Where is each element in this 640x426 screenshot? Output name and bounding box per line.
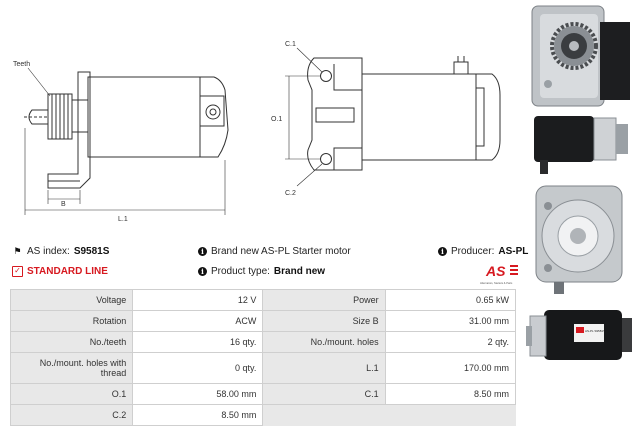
standard-line-text: STANDARD LINE xyxy=(27,266,108,277)
checkbox-icon: ✓ xyxy=(12,266,23,277)
spec-key: Size B xyxy=(262,310,386,332)
spec-key: C.1 xyxy=(262,383,386,405)
spec-key: C.2 xyxy=(9,404,134,426)
as-index: ⚑ AS index: S9581S xyxy=(12,246,109,257)
spec-value: 170.00 mm xyxy=(384,352,517,384)
as-index-value: S9581S xyxy=(73,246,110,257)
spec-value: 8.50 mm xyxy=(384,383,517,405)
spec-key: L.1 xyxy=(262,352,386,384)
photo-gear-view xyxy=(531,5,630,107)
producer-label: Producer: xyxy=(451,246,495,257)
photo-side-view xyxy=(534,116,628,174)
info-icon: i xyxy=(198,267,207,276)
technical-drawing: Teeth B L.1 C.1 O.1 C.2 xyxy=(13,41,501,223)
label-c2: C.2 xyxy=(285,190,296,197)
spec-value: 12 V xyxy=(132,289,264,311)
spec-value: 58.00 mm xyxy=(132,383,264,405)
tag-icon: ⚑ xyxy=(13,246,22,256)
standard-line: ✓ STANDARD LINE xyxy=(12,266,108,277)
info-icon: i xyxy=(438,247,447,256)
label-c1: C.1 xyxy=(285,41,296,48)
label-l1: L.1 xyxy=(118,216,128,223)
spec-value: ACW xyxy=(132,310,264,332)
spec-key: No./mount. holes with thread xyxy=(9,352,134,384)
spec-value: 31.00 mm xyxy=(384,310,517,332)
spec-value: 8.50 mm xyxy=(132,404,264,426)
product-type-value: Brand new xyxy=(273,266,326,277)
spec-key: Power xyxy=(262,289,386,311)
spec-value: 16 qty. xyxy=(132,331,264,353)
logo-mark: AS xyxy=(485,263,506,279)
label-b: B xyxy=(61,201,66,208)
photo-sticker-text: AS-PL S9581S xyxy=(585,329,605,333)
producer-value: AS-PL xyxy=(498,246,529,257)
spec-value: 0 qty. xyxy=(132,352,264,384)
spec-key: No./teeth xyxy=(9,331,134,353)
product-type-label: Product type: xyxy=(211,266,270,277)
description: i Brand new AS-PL Starter motor xyxy=(198,246,351,257)
spec-key: O.1 xyxy=(9,383,134,405)
product-info: ⚑ AS index: S9581S i Brand new AS-PL Sta… xyxy=(0,240,528,290)
producer: i Producer: AS-PL xyxy=(438,246,528,257)
logo-tagline: Alternators, Starters & Parts xyxy=(480,281,513,285)
spec-key xyxy=(262,404,386,426)
spec-value xyxy=(384,404,517,426)
spec-value: 0.65 kW xyxy=(384,289,517,311)
info-icon: i xyxy=(198,247,207,256)
label-o1: O.1 xyxy=(271,116,282,123)
product-photos: AS-PL S9581S xyxy=(526,5,632,360)
as-index-label: AS index: xyxy=(27,246,70,257)
photo-flange-view xyxy=(535,185,623,294)
spec-key: Voltage xyxy=(9,289,134,311)
spec-key: No./mount. holes xyxy=(262,331,386,353)
photo-angled-view: AS-PL S9581S xyxy=(526,310,632,360)
spec-key: Rotation xyxy=(9,310,134,332)
product-type: i Product type: Brand new xyxy=(198,266,325,277)
label-teeth: Teeth xyxy=(13,61,30,68)
spec-value: 2 qty. xyxy=(384,331,517,353)
as-logo: AS Alternators, Starters & Parts xyxy=(480,263,518,285)
description-text: Brand new AS-PL Starter motor xyxy=(211,246,351,257)
